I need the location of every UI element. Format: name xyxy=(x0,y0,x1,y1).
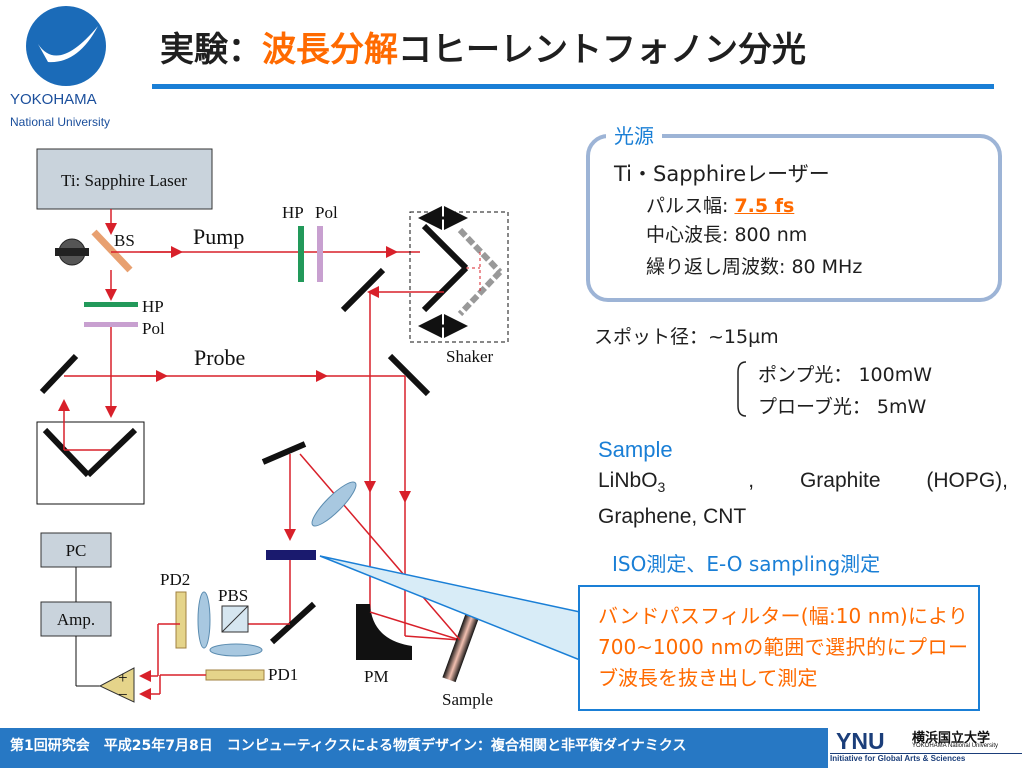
amp-label: Amp. xyxy=(57,610,95,629)
hp-top-label: HP xyxy=(282,203,304,222)
pump-label: Pump xyxy=(193,224,244,249)
pbs-label: PBS xyxy=(218,586,248,605)
lens-pd2 xyxy=(197,591,211,649)
ynu-mark: YNU xyxy=(836,728,885,754)
ynu-english: YOKOHAMA National University xyxy=(912,743,999,749)
sample-lnbo: LiNbO3 xyxy=(598,469,666,496)
page-title: 実験：波長分解コヒーレントフォノン分光 xyxy=(160,22,806,71)
probe-power: プローブ光： 5mW xyxy=(758,396,927,418)
parabolic-mirror xyxy=(356,604,412,660)
title-highlight: 波長分解 xyxy=(262,30,398,70)
pump-power: ポンプ光： 100mW xyxy=(758,364,933,386)
shaker-label: Shaker xyxy=(446,347,494,366)
laser-label: Ti: Sapphire Laser xyxy=(61,171,187,190)
bandpass-callout: バンドパスフィルター(幅:10 nm)により700~1000 nmの範囲で選択的… xyxy=(578,585,980,711)
probe-label: Probe xyxy=(194,345,245,370)
pulse-width-label: パルス幅: xyxy=(646,195,735,217)
pol-left xyxy=(84,322,138,327)
title-suffix: コヒーレントフォノン分光 xyxy=(398,30,806,70)
logo-line2: National University xyxy=(10,115,111,129)
bs-label: BS xyxy=(114,231,135,250)
brace-icon xyxy=(737,361,747,417)
logo-line1: YOKOHAMA xyxy=(10,91,97,108)
pm-label: PM xyxy=(364,667,389,686)
sample-plate xyxy=(442,605,482,683)
sample-heading: Sample xyxy=(598,437,673,462)
pc-label: PC xyxy=(66,541,87,560)
pulse-width-value: 7.5 fs xyxy=(734,195,795,217)
lens-upper xyxy=(311,481,357,527)
ynu-tagline-bar xyxy=(830,753,1022,767)
amp-box xyxy=(40,601,112,637)
pol-top xyxy=(317,226,323,282)
pd1-label: PD1 xyxy=(268,665,298,684)
spot-size: スポット径：~15µm xyxy=(594,326,779,348)
pol-top-label: Pol xyxy=(315,203,338,222)
light-source-label: 光源 xyxy=(606,120,662,149)
beam-splitter xyxy=(91,229,133,273)
footer-text: 第1回研究会 平成25年7月8日 コンピューティクスによる物質デザイン：複合相関… xyxy=(10,738,687,754)
plus-sign: + xyxy=(118,668,128,687)
pd2-detector xyxy=(175,591,187,649)
laser-type: Ti・Sapphireレーザー xyxy=(614,162,830,186)
minus-sign: − xyxy=(118,685,128,704)
optical-setup-diagram: Ti: Sapphire Laser BS Pump HP Pol Shaker… xyxy=(36,148,509,709)
title-prefix: 実験： xyxy=(160,30,262,70)
hp-plate-top xyxy=(298,226,304,282)
center-wavelength: 中心波長: 800 nm xyxy=(646,224,808,246)
repetition-rate: 繰り返し周波数: 80 MHz xyxy=(646,256,863,278)
light-source-box xyxy=(586,134,1002,302)
bandpass-filter xyxy=(266,550,316,560)
iso-measurement: ISO測定、E-O sampling測定 xyxy=(612,552,881,576)
university-logo xyxy=(26,6,106,86)
sample-label: Sample xyxy=(442,690,493,709)
pd2-label: PD2 xyxy=(160,570,190,589)
lens-pd1 xyxy=(209,643,263,657)
pc-box xyxy=(40,532,112,568)
hp-plate-left xyxy=(84,302,138,307)
diff-amplifier xyxy=(98,667,135,703)
sample-line2: Graphene, CNT xyxy=(598,505,747,529)
title-rule xyxy=(152,84,994,89)
ynu-tagline: Initiative for Global Arts & Sciences xyxy=(830,754,966,763)
pulse-width: パルス幅: 7.5 fs xyxy=(646,191,794,218)
sample-list: LiNbO3 , Graphite (HOPG), Graphene, CNT xyxy=(598,466,1008,531)
sample-graphite: , Graphite (HOPG), xyxy=(748,469,1008,492)
ynu-japanese: 横浜国立大学 xyxy=(912,731,991,746)
laser-box xyxy=(36,148,213,210)
pol-left-label: Pol xyxy=(142,319,165,338)
hp-left-label: HP xyxy=(142,297,164,316)
